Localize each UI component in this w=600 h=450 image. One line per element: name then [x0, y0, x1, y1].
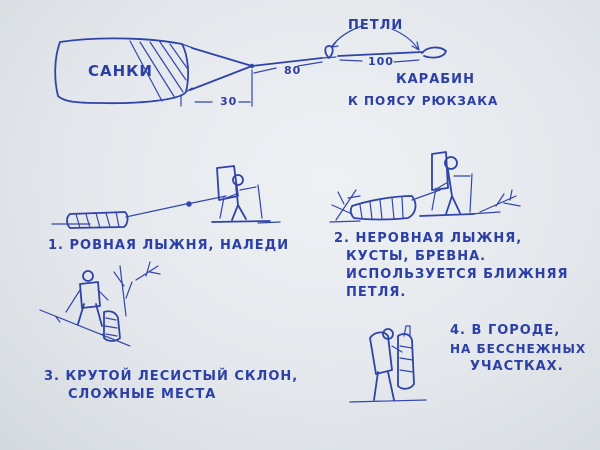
scene-2-skier: [419, 151, 475, 217]
caption-line: СЛОЖНЫЕ МЕСТА: [68, 387, 217, 402]
case-2-caption: 2. НЕРОВНАЯ ЛЫЖНЯ, КУСТЫ, БРЕВНА. ИСПОЛЬ…: [334, 230, 569, 302]
caption-line: УЧАСТКАХ.: [470, 359, 564, 374]
tow-lines: [189, 47, 423, 91]
caption-line: ИСПОЛЬЗУЕТСЯ БЛИЖНЯЯ: [346, 267, 569, 282]
sled-hatching: [129, 40, 188, 102]
label-arrows: [331, 25, 420, 51]
scene-1-sled: [66, 195, 227, 229]
dimension-30-label: 30: [220, 95, 238, 108]
dimension-100-label: 100: [368, 55, 394, 68]
scene-2-bushes: [331, 189, 521, 221]
dimension-lines: [180, 59, 420, 107]
caption-line: 4. В ГОРОДЕ,: [450, 323, 561, 338]
case-1-caption: 1. РОВНАЯ ЛЫЖНЯ, НАЛЕДИ: [48, 238, 290, 253]
loops-label: ПЕТЛИ: [348, 18, 404, 33]
scene-3-sled-upright: [103, 310, 121, 342]
near-loop-icon: [321, 45, 337, 59]
scene-4-ground: [349, 399, 427, 403]
far-loop-icon: [421, 46, 447, 59]
carabiner-label: КАРАБИН: [396, 72, 475, 87]
scene-2-ground: [329, 211, 501, 223]
scene-3-trees: [113, 261, 161, 317]
scene-4-walker: [369, 328, 403, 401]
scene-3-climber: [65, 270, 109, 327]
case-3-caption: 3. КРУТОЙ ЛЕСИСТЫЙ СКЛОН, СЛОЖНЫЕ МЕСТА: [44, 368, 298, 404]
scene-1-skier: [211, 165, 271, 223]
case-4-caption: 4. В ГОРОДЕ, НА БЕССНЕЖНЫХ УЧАСТКАХ.: [450, 322, 586, 376]
dimension-80-label: 80: [284, 64, 302, 77]
caption-line: 2. НЕРОВНАЯ ЛЫЖНЯ,: [334, 231, 523, 246]
scene-4-sled-upright: [397, 325, 415, 390]
caption-line: КУСТЫ, БРЕВНА.: [346, 249, 487, 264]
caption-line: 3. КРУТОЙ ЛЕСИСТЫЙ СКЛОН,: [44, 369, 299, 384]
caption-line: ПЕТЛЯ.: [346, 285, 407, 300]
caption-line: НА БЕССНЕЖНЫХ: [450, 342, 587, 356]
sled-label: САНКИ: [88, 62, 153, 80]
to-backpack-belt-label: К ПОЯСУ РЮКЗАКА: [348, 94, 499, 108]
scene-1-ground: [51, 221, 281, 225]
